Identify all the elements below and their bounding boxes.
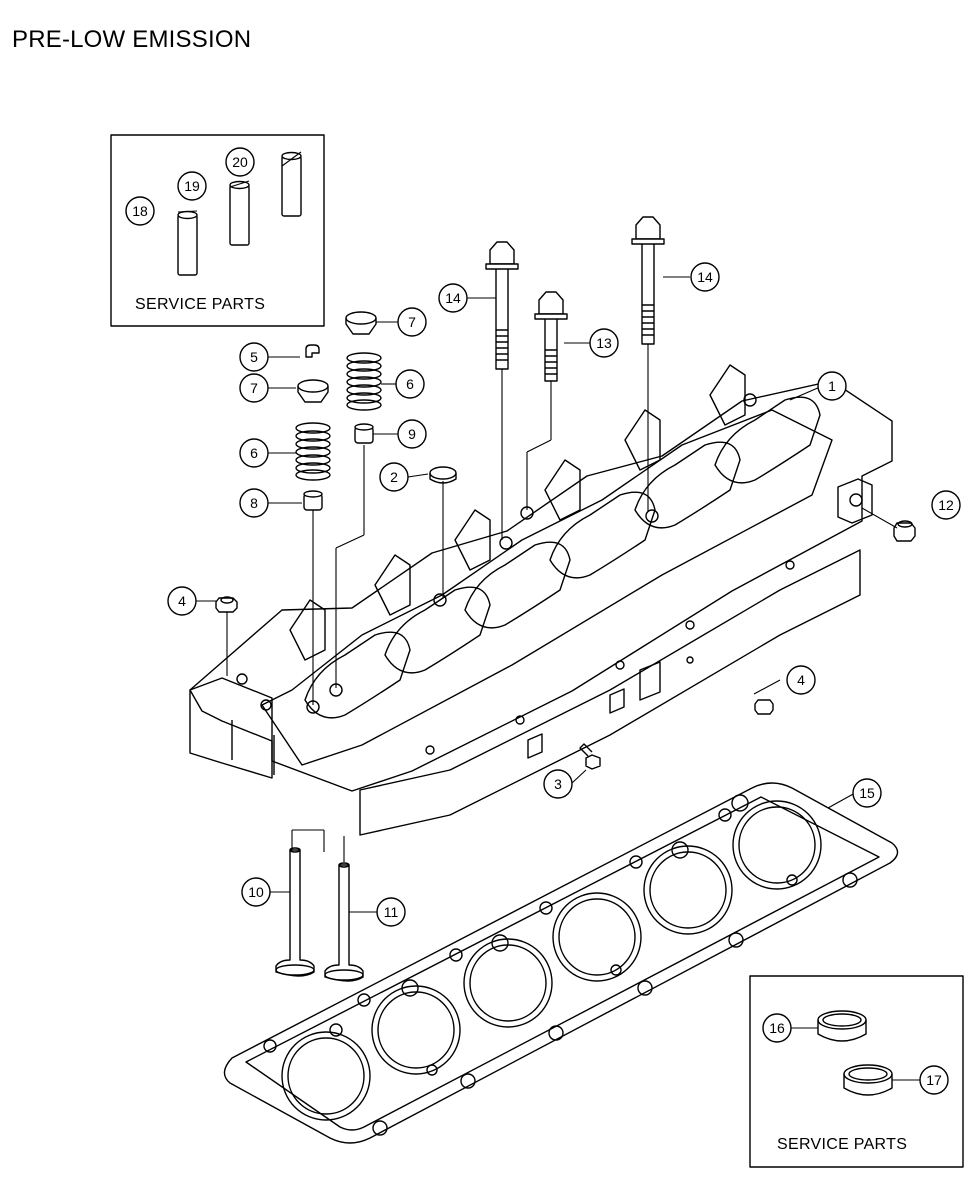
svg-text:16: 16 <box>769 1020 785 1036</box>
valve-guide-18 <box>177 210 198 276</box>
svg-text:8: 8 <box>250 495 258 511</box>
svg-text:18: 18 <box>132 203 148 219</box>
callout-1: 1 <box>817 371 847 401</box>
gasket-bore-6 <box>732 800 822 890</box>
callout-6-lower: 6 <box>239 438 269 468</box>
plug-4-right <box>754 699 774 715</box>
callout-13: 13 <box>589 328 619 358</box>
svg-text:3: 3 <box>554 776 562 792</box>
page-title: PRE-LOW EMISSION <box>12 26 252 53</box>
callout-14-left: 14 <box>438 283 468 313</box>
valve-stem-seal-9 <box>354 423 374 444</box>
callout-12: 12 <box>931 490 961 520</box>
spring-retainer-7-lower <box>297 379 329 403</box>
callout-11: 11 <box>376 897 406 927</box>
callout-2: 2 <box>379 462 409 492</box>
callout-4-right: 4 <box>786 665 816 695</box>
svg-text:10: 10 <box>248 884 264 900</box>
gasket-bore-2 <box>371 985 461 1075</box>
service-box-bottom <box>749 975 964 1168</box>
gasket-bore-1 <box>281 1031 371 1121</box>
callout-20: 20 <box>225 147 255 177</box>
gasket-bore-5 <box>643 845 733 935</box>
gasket-bore-3 <box>463 938 553 1028</box>
plug-12 <box>893 520 916 542</box>
service-box-top <box>110 134 325 327</box>
callout-15: 15 <box>852 778 882 808</box>
callout-5: 5 <box>239 342 269 372</box>
callout-17: 17 <box>919 1065 949 1095</box>
valve-guide-20 <box>281 151 302 217</box>
valve-spring-6-upper <box>346 352 382 411</box>
head-gasket <box>223 782 899 1144</box>
svg-text:14: 14 <box>445 290 461 306</box>
gasket-bore-4 <box>552 892 642 982</box>
sleeve-17 <box>843 1064 893 1096</box>
valve-guide-19 <box>229 180 250 246</box>
svg-text:12: 12 <box>938 497 954 513</box>
callout-7-lower: 7 <box>239 373 269 403</box>
svg-text:7: 7 <box>408 314 416 330</box>
callout-19: 19 <box>177 171 207 201</box>
head-bolt-14-left <box>485 241 519 370</box>
svg-text:20: 20 <box>232 154 248 170</box>
exhaust-valve-11 <box>324 862 364 982</box>
callout-18: 18 <box>125 196 155 226</box>
sleeve-16 <box>817 1010 867 1042</box>
svg-text:19: 19 <box>184 178 200 194</box>
callout-8: 8 <box>239 488 269 518</box>
seal-ring-2 <box>429 466 457 484</box>
callout-9: 9 <box>397 419 427 449</box>
callout-6-upper: 6 <box>395 369 425 399</box>
intake-valve-10 <box>275 847 315 977</box>
callout-7-upper: 7 <box>397 307 427 337</box>
valve-keeper-5 <box>305 344 320 358</box>
bolt-3 <box>579 743 601 770</box>
svg-text:4: 4 <box>797 672 805 688</box>
valve-stem-seal-8 <box>303 490 323 511</box>
svg-text:4: 4 <box>178 593 186 609</box>
svg-text:15: 15 <box>859 785 875 801</box>
callout-14-right: 14 <box>690 262 720 292</box>
svg-text:2: 2 <box>390 469 398 485</box>
cylinder-head <box>189 364 893 836</box>
svg-text:17: 17 <box>926 1072 942 1088</box>
svg-text:13: 13 <box>596 335 612 351</box>
svg-text:9: 9 <box>408 426 416 442</box>
callout-16: 16 <box>762 1013 792 1043</box>
svg-text:11: 11 <box>384 904 399 920</box>
svg-text:5: 5 <box>250 349 258 365</box>
head-bolt-13 <box>534 291 568 382</box>
svg-text:6: 6 <box>406 376 414 392</box>
valve-spring-6-lower <box>295 422 331 481</box>
spring-retainer-7-upper <box>345 311 377 335</box>
service-parts-label-top: SERVICE PARTS <box>135 296 266 313</box>
callout-10: 10 <box>241 877 271 907</box>
head-bolt-14-right <box>631 216 665 345</box>
plug-4-left <box>215 596 238 613</box>
service-parts-label-bottom: SERVICE PARTS <box>777 1136 908 1153</box>
svg-text:14: 14 <box>697 269 713 285</box>
callout-4-left: 4 <box>167 586 197 616</box>
svg-text:1: 1 <box>828 378 836 394</box>
callout-3: 3 <box>543 769 573 799</box>
svg-text:6: 6 <box>250 445 258 461</box>
svg-text:7: 7 <box>250 380 258 396</box>
